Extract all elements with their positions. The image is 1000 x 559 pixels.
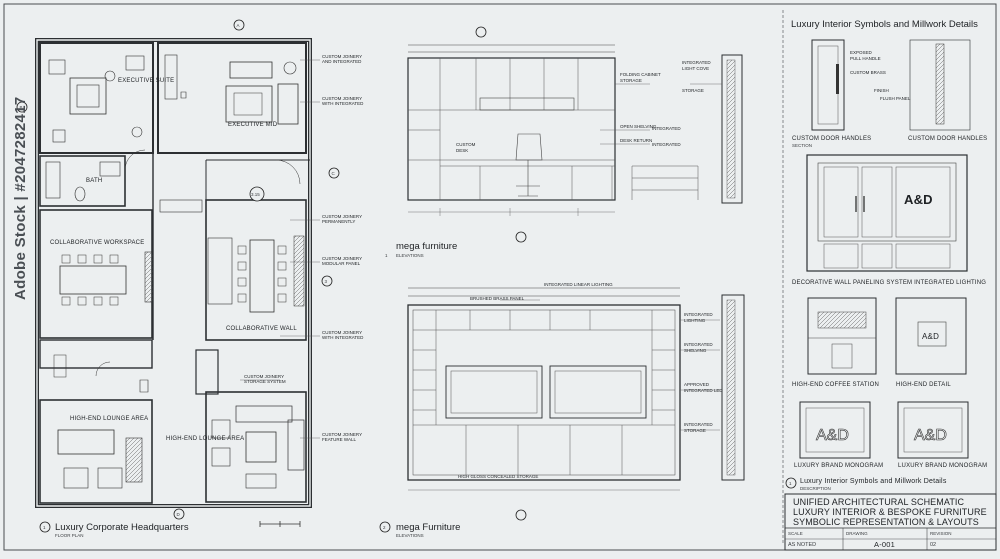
drawing-label: DRAWING	[846, 531, 868, 536]
watermark-id: #2047282417	[12, 96, 29, 192]
scale-value: AS NOTED	[788, 542, 816, 548]
svg-text:DESK: DESK	[456, 148, 468, 153]
monogram-label-2: LUXURY BRAND MONOGRAM	[898, 463, 987, 469]
svg-text:FEATURE WALL: FEATURE WALL	[322, 437, 357, 442]
stock-watermark: Adobe Stock | #2047282417	[12, 96, 29, 301]
plan-title: Luxury Corporate Headquarters	[55, 522, 189, 533]
watermark-brand: Adobe Stock	[12, 205, 29, 300]
elevation-top-number: 1	[385, 253, 388, 258]
monogram-2: A&D	[914, 427, 947, 444]
details-footer-number: 1	[789, 481, 792, 486]
svg-text:STORAGE SYSTEM: STORAGE SYSTEM	[244, 379, 286, 384]
svg-text:PERMANENTLY: PERMANENTLY	[322, 219, 355, 224]
svg-text:FINISH: FINISH	[874, 88, 889, 93]
elevation-bottom-number: 2	[383, 525, 386, 530]
details-header: Luxury Interior Symbols and Millwork Det…	[791, 19, 978, 30]
svg-text:INTEGRATED: INTEGRATED	[682, 60, 711, 65]
svg-text:MODULAR PANEL: MODULAR PANEL	[322, 261, 361, 266]
revision-value: 02	[930, 542, 936, 548]
details-column: Luxury Interior Symbols and Millwork Det…	[785, 19, 987, 491]
svg-text:STORAGE: STORAGE	[684, 428, 706, 433]
svg-text:CUSTOM BRASS: CUSTOM BRASS	[850, 70, 886, 75]
room-label-lounge: HIGH-END LOUNGE AREA	[70, 416, 148, 422]
svg-text:LIGHTING: LIGHTING	[684, 318, 706, 323]
plan-title-number: 1	[43, 525, 46, 530]
sheet-border	[3, 3, 997, 551]
svg-text:LIGHT COVE: LIGHT COVE	[682, 66, 709, 71]
svg-text:CUSTOM JOINERY: CUSTOM JOINERY	[322, 214, 362, 219]
svg-text:WITH INTEGRATED: WITH INTEGRATED	[322, 101, 364, 106]
svg-text:INTEGRATED: INTEGRATED	[684, 342, 713, 347]
svg-text:CUSTOM JOINERY: CUSTOM JOINERY	[322, 330, 362, 335]
svg-text:AND INTEGRATED: AND INTEGRATED	[322, 59, 362, 64]
detail-monogram: A&D	[922, 332, 939, 341]
elevation-top-subtitle: ELEVATIONS	[396, 253, 424, 258]
marker-a: A	[237, 23, 240, 28]
room-label-exec-suite: EXECUTIVE SUITE	[118, 78, 174, 84]
marker-c: C	[332, 171, 336, 176]
svg-text:CUSTOM JOINERY: CUSTOM JOINERY	[322, 432, 362, 437]
svg-text:HIGH GLOSS CONCEALED STORAGE: HIGH GLOSS CONCEALED STORAGE	[458, 474, 538, 479]
room-label-collab-workspace: COLLABORATIVE WORKSPACE	[50, 240, 144, 246]
elevation-bottom-title: mega Furniture	[396, 522, 460, 533]
svg-text:CUSTOM: CUSTOM	[456, 142, 476, 147]
svg-text:STORAGE: STORAGE	[620, 78, 642, 83]
svg-text:PULL HANDLE: PULL HANDLE	[850, 56, 881, 61]
marker-3: 3	[325, 279, 328, 284]
door-handles-sub: SECTION	[792, 143, 812, 148]
marker-b: B	[20, 105, 23, 110]
sheet-number: A-001	[874, 540, 895, 549]
title-block: UNIFIED ARCHITECTURAL SCHEMATIC LUXURY I…	[784, 493, 997, 551]
title-line-2: LUXURY INTERIOR & BESPOKE FURNITURE	[793, 507, 987, 517]
svg-text:EXPOSED: EXPOSED	[850, 50, 873, 55]
door-handles-label-2: CUSTOM DOOR HANDLES	[908, 136, 987, 142]
elevation-top-title: mega furniture	[396, 241, 457, 252]
details-footer-title: Luxury Interior Symbols and Millwork Det…	[800, 478, 947, 485]
svg-text:INTEGRATED: INTEGRATED	[684, 312, 713, 317]
title-line-3: SYMBOLIC REPRESENTATION & LAYOUTS	[793, 517, 979, 527]
svg-text:CUSTOM JOINERY: CUSTOM JOINERY	[322, 256, 362, 261]
svg-text:CUSTOM JOINERY: CUSTOM JOINERY	[322, 96, 362, 101]
svg-text:BRUSHED BRASS PANEL: BRUSHED BRASS PANEL	[470, 296, 525, 301]
panel-monogram: A&D	[904, 192, 933, 207]
high-end-detail-label: HIGH-END DETAIL	[896, 382, 951, 388]
revision-label: REVISION	[930, 531, 952, 536]
marker-315: 3.15	[251, 192, 260, 197]
room-label-lounge-area: HIGH-END LOUNGE AREA	[166, 436, 244, 442]
title-line-1: UNIFIED ARCHITECTURAL SCHEMATIC	[793, 497, 965, 507]
svg-text:INTEGRATED LED: INTEGRATED LED	[684, 388, 723, 393]
elevation-bottom: BRUSHED BRASS PANEL INTEGRATED LINEAR LIG…	[379, 282, 745, 538]
svg-text:APPROVED: APPROVED	[684, 382, 710, 387]
svg-text:FLUSH PANEL: FLUSH PANEL	[880, 96, 911, 101]
details-footer-sub: DESCRIPTION	[800, 486, 831, 491]
room-label-exec-mid: EXECUTIVE MID	[228, 122, 278, 128]
svg-text:SHELVING: SHELVING	[684, 348, 707, 353]
svg-text:CUSTOM JOINERY: CUSTOM JOINERY	[322, 54, 362, 59]
wall-panel-label: DECORATIVE WALL PANELING SYSTEM INTEGRAT…	[792, 280, 986, 286]
svg-text:INTEGRATED: INTEGRATED	[684, 422, 713, 427]
svg-text:OPEN SHELVING: OPEN SHELVING	[620, 124, 657, 129]
elevation-bottom-subtitle: ELEVATIONS	[396, 533, 424, 538]
svg-text:DESK RETURN: DESK RETURN	[620, 138, 652, 143]
door-handles-label-1: CUSTOM DOOR HANDLES	[792, 136, 871, 142]
room-label-collab-wall: COLLABORATIVE WALL	[226, 326, 297, 332]
scale-label: SCALE	[788, 531, 803, 536]
coffee-station-label: HIGH-END COFFEE STATION	[792, 382, 879, 388]
monogram-1: A&D	[816, 427, 849, 444]
svg-text:INTEGRATED: INTEGRATED	[652, 126, 681, 131]
monogram-label-1: LUXURY BRAND MONOGRAM	[794, 463, 883, 469]
plan-subtitle: FLOOR PLAN	[55, 533, 84, 538]
svg-text:CUSTOM JOINERY: CUSTOM JOINERY	[244, 374, 284, 379]
svg-text:INTEGRATED: INTEGRATED	[652, 142, 681, 147]
svg-text:INTEGRATED LINEAR LIGHTING: INTEGRATED LINEAR LIGHTING	[544, 282, 613, 287]
room-label-bath: BATH	[86, 178, 102, 184]
svg-text:STORAGE: STORAGE	[682, 88, 704, 93]
svg-text:WITH INTEGRATED: WITH INTEGRATED	[322, 335, 364, 340]
marker-d: D	[177, 512, 181, 517]
svg-text:FOLDING CABINET: FOLDING CABINET	[620, 72, 661, 77]
